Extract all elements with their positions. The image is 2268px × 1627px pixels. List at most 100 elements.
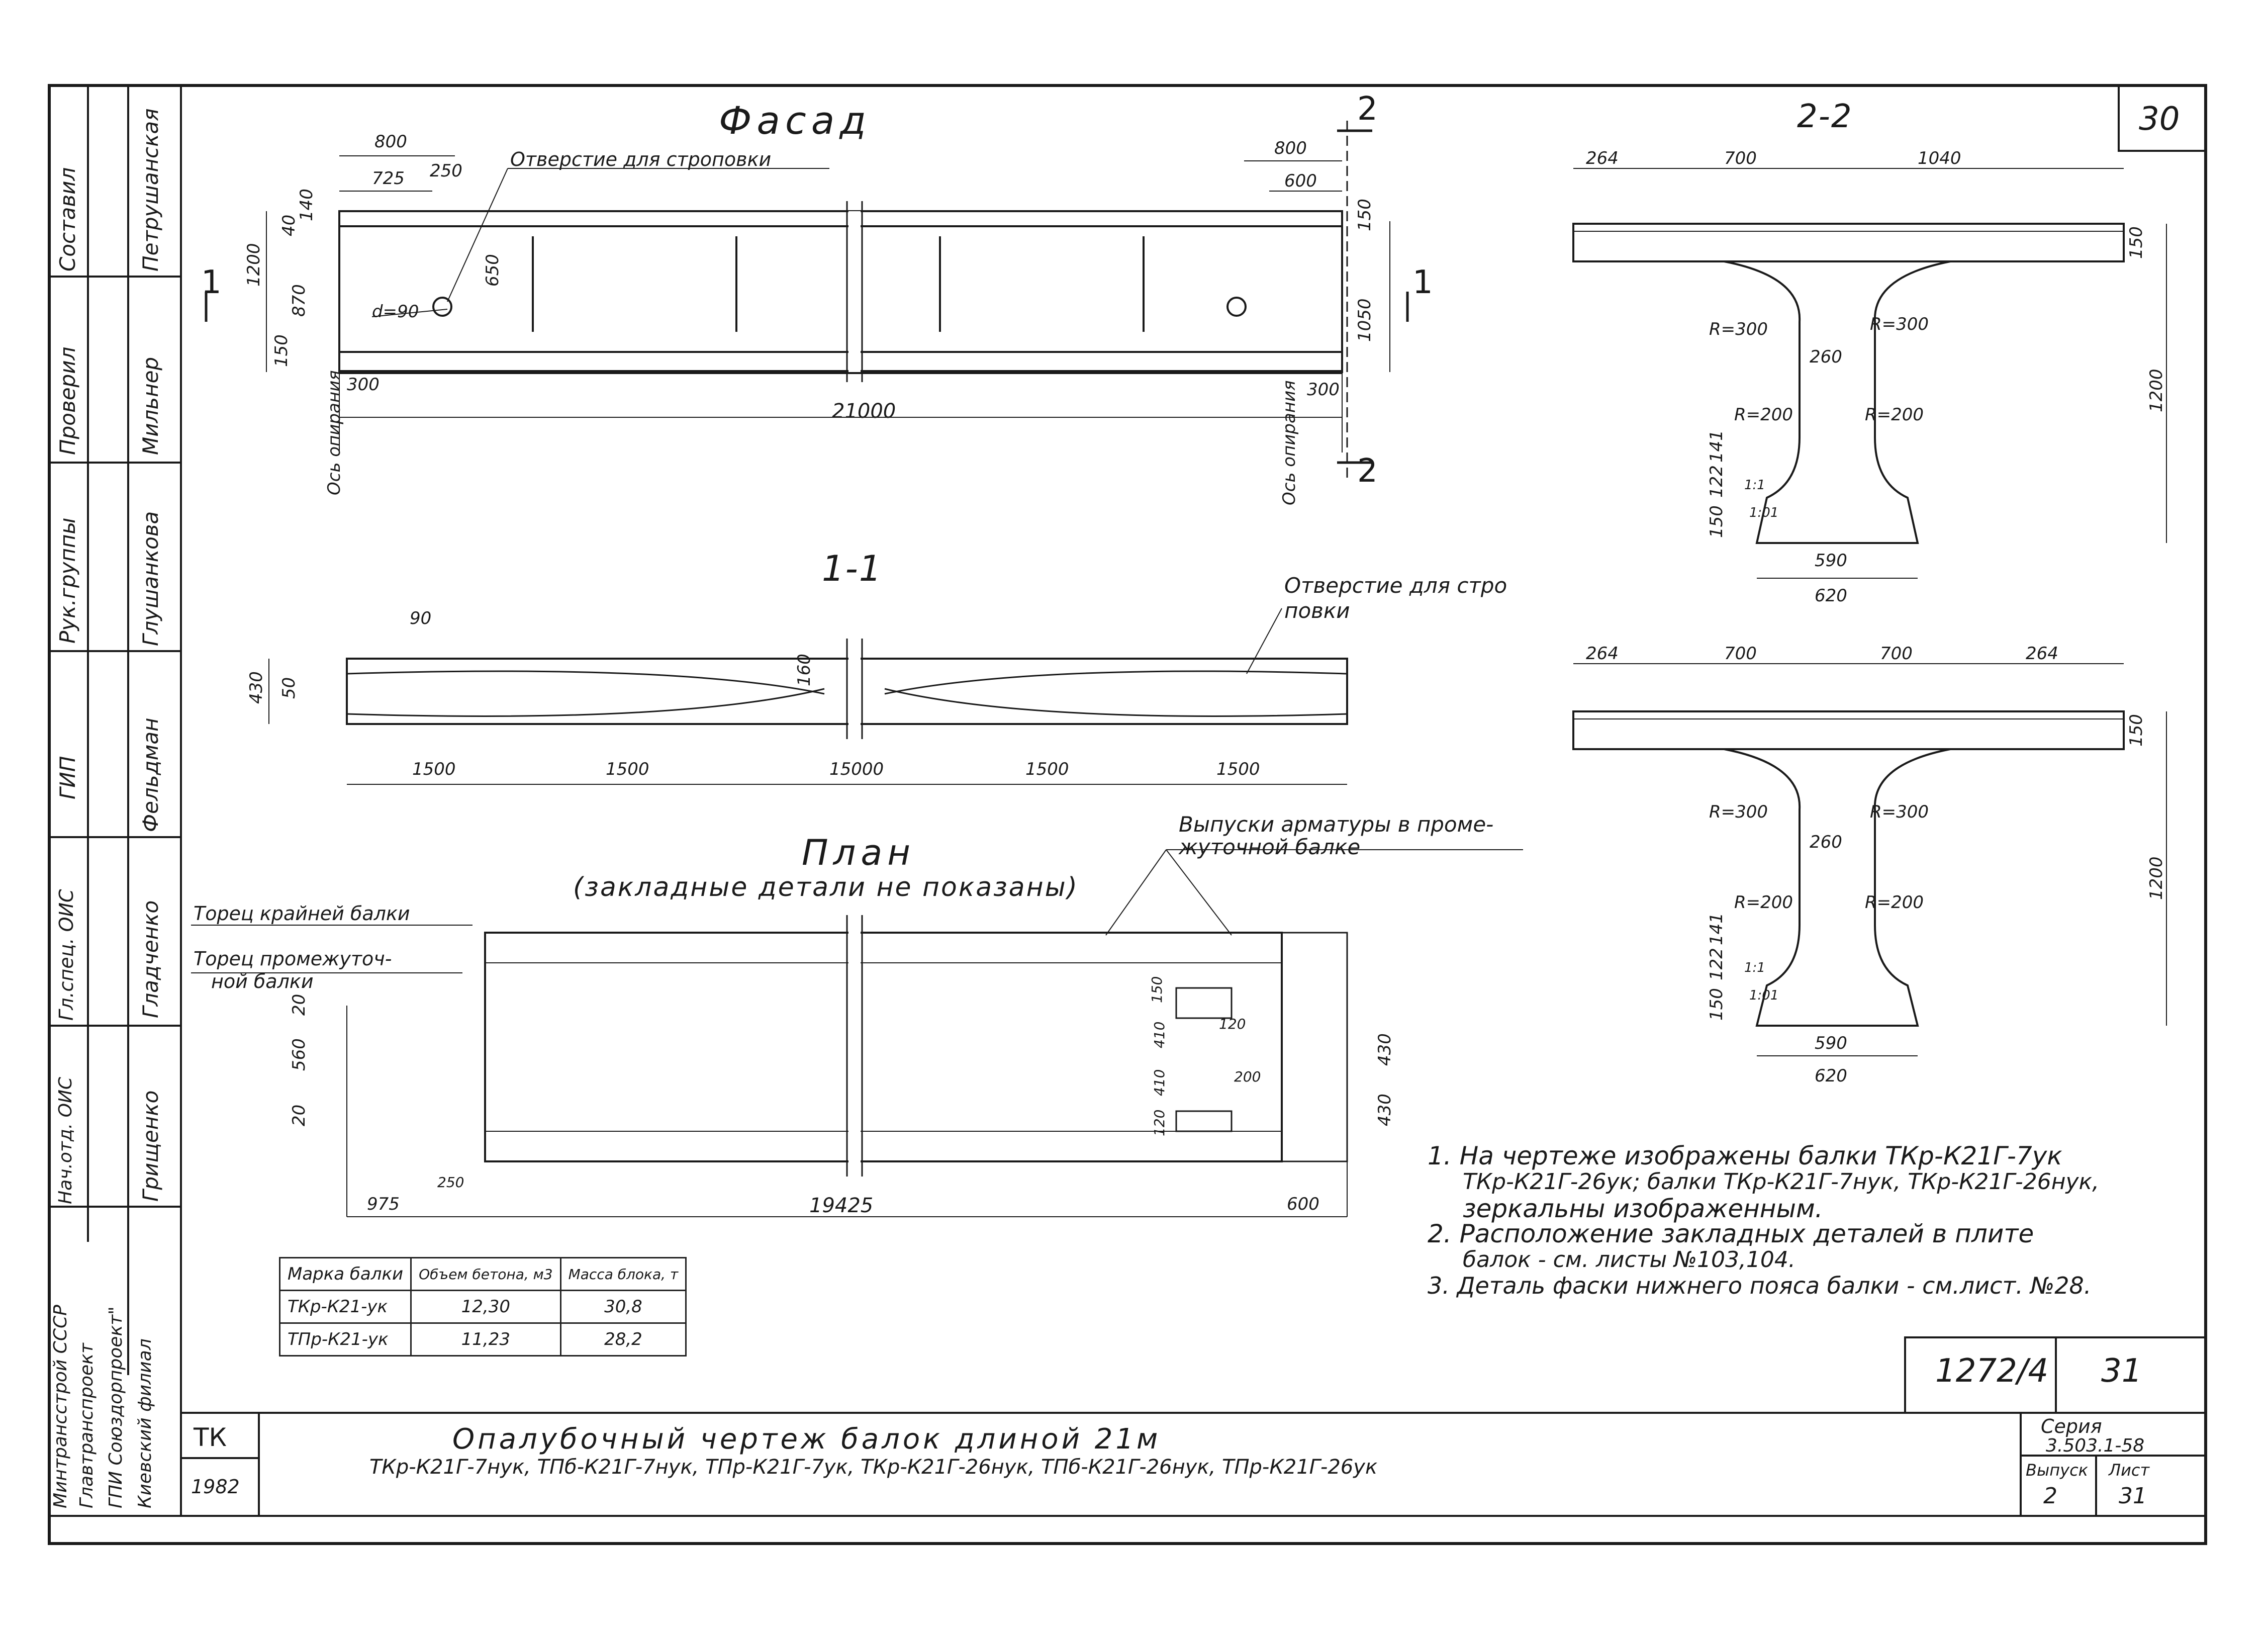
table-header: Масса блока, т: [559, 1257, 687, 1291]
section-2-2-bottom-drawing: [1572, 663, 2167, 1056]
s22t-d122: 122: [1707, 465, 1727, 498]
page-number: 30: [2139, 101, 2180, 138]
plan-end-outer: Торец крайней балки: [194, 902, 410, 925]
table-cell: 28,2: [559, 1322, 687, 1357]
facade-d1200: 1200: [244, 243, 264, 287]
document-number: 1272/4: [1935, 1352, 2049, 1390]
plan-d430a: 430: [1375, 1033, 1395, 1066]
s22t-d590: 590: [1815, 551, 1847, 571]
s22t-ratio-2: 1:01: [1749, 505, 1779, 520]
note-line-3: зеркальны изображенным.: [1463, 1194, 1823, 1223]
title-block: [181, 84, 2207, 1516]
facade-d140: 140: [297, 189, 317, 221]
sig-role-4: ГИП: [55, 756, 80, 799]
s22t-d1200: 1200: [2146, 369, 2166, 412]
sig-name-4: Фельдман: [138, 717, 163, 832]
title-code: ТК: [194, 1423, 227, 1452]
s22t-ratio-1: 1:1: [1744, 478, 1765, 493]
sheet-label: Лист: [2109, 1461, 2150, 1480]
s22b-d1200: 1200: [2146, 856, 2166, 900]
s22t-r200b: R=200: [1865, 405, 1924, 425]
note-line-4: 2. Расположение закладных деталей в плит…: [1428, 1219, 2034, 1248]
s22b-d590: 590: [1815, 1033, 1847, 1053]
table-cell: 12,30: [410, 1290, 561, 1324]
s22b-d150b: 150: [1707, 988, 1727, 1021]
s22b-ratio-1: 1:1: [1744, 960, 1765, 975]
table-row: ТПр-К21-ук 11,23 28,2: [278, 1322, 687, 1357]
sheet-value: 31: [2119, 1483, 2147, 1509]
facade-d870: 870: [289, 284, 309, 317]
plan-subtitle: (закладные детали не показаны): [573, 872, 1079, 902]
facade-support-axis-right: Ось опирания: [1279, 380, 1299, 505]
facade-hole-label: Отверстие для строповки: [510, 148, 772, 170]
plan-title: План: [802, 832, 916, 873]
facade-d250: 250: [430, 161, 462, 181]
plan-d20a: 20: [289, 993, 309, 1016]
facade-hole-diameter: d=90: [372, 302, 419, 322]
plan-d19425: 19425: [809, 1194, 874, 1217]
sig-name-1: Петрушанская: [138, 108, 163, 272]
org-line-1: Минтрансстрой СССР: [50, 1305, 71, 1508]
facade-elevation: [205, 121, 1409, 483]
s22b-d150: 150: [2126, 714, 2146, 747]
facade-d800-right: 800: [1274, 138, 1307, 158]
s22t-d700: 700: [1724, 148, 1757, 168]
facade-title: Фасад: [719, 98, 871, 143]
plan-rebar-label-1: Выпуски арматуры в проме-: [1179, 812, 1494, 837]
issue-value: 2: [2043, 1483, 2057, 1509]
table-cell: 30,8: [559, 1290, 687, 1324]
s22t-d620: 620: [1815, 586, 1847, 606]
facade-side-mark-left: 1: [201, 264, 222, 301]
facade-d300-left: 300: [347, 375, 380, 395]
section-1-1-d15000: 15000: [829, 759, 884, 779]
note-line-2: ТКр-К21Г-26ук; балки ТКр-К21Г-7нук, ТКр-…: [1463, 1169, 2100, 1195]
plan-end-mid-1: Торец промежуточ-: [194, 948, 392, 970]
facade-d40: 40: [279, 214, 299, 236]
table-cell: ТКр-К21-ук: [278, 1290, 412, 1324]
facade-d800-left: 800: [374, 132, 407, 152]
s22t-r300b: R=300: [1870, 314, 1929, 334]
s22t-d141: 141: [1707, 430, 1727, 463]
plan-d200: 200: [1234, 1068, 1261, 1085]
facade-d21000: 21000: [832, 400, 896, 423]
facade-d600: 600: [1284, 171, 1317, 191]
s22b-d700a: 700: [1724, 644, 1757, 664]
table-row: ТКр-К21-ук 12,30 30,8: [278, 1290, 687, 1324]
facade-d300-right: 300: [1307, 380, 1340, 400]
s22b-r300a: R=300: [1709, 802, 1768, 822]
plan-end-mid-2: ной балки: [211, 970, 314, 992]
org-line-3: ГПИ Союздорпроект": [106, 1306, 126, 1508]
drawing-subtitle: ТКр-К21Г-7нук, ТПб-К21Г-7нук, ТПр-К21Г-7…: [369, 1456, 1378, 1479]
s22t-d150b: 150: [1707, 505, 1727, 538]
note-line-5: балок - см. листы №103,104.: [1463, 1247, 1795, 1273]
s22b-r200a: R=200: [1734, 892, 1793, 913]
plan-drawing: [191, 849, 1523, 1217]
section-1-1-d160: 160: [794, 654, 814, 686]
beam-table: Марка балки Объем бетона, м3 Масса блока…: [278, 1257, 687, 1357]
page-number-frame: [2118, 84, 2207, 152]
plan-d410b: 410: [1151, 1069, 1168, 1096]
table-cell: 11,23: [410, 1322, 561, 1357]
s22t-r200a: R=200: [1734, 405, 1793, 425]
s22b-d700b: 700: [1880, 644, 1913, 664]
series-label: Серия: [2041, 1415, 2102, 1437]
section-1-1-d1500a: 1500: [412, 759, 456, 779]
plan-d975: 975: [367, 1194, 400, 1214]
drawing-title: Опалубочный чертеж балок длиной 21м: [452, 1423, 1161, 1456]
section-1-1-d430: 430: [246, 671, 266, 704]
sig-name-6: Грищенко: [138, 1090, 163, 1202]
s22b-d620: 620: [1815, 1066, 1847, 1086]
facade-side-mark-right: 1: [1412, 264, 1433, 301]
plan-d20b: 20: [289, 1104, 309, 1126]
facade-d150-right: 150: [1355, 199, 1375, 231]
plan-d600: 600: [1287, 1194, 1319, 1214]
table-header: Объем бетона, м3: [410, 1257, 561, 1291]
s22b-ratio-2: 1:01: [1749, 988, 1779, 1003]
plan-d410a: 410: [1151, 1021, 1168, 1048]
plan-d120a: 120: [1219, 1016, 1246, 1032]
title-year: 1982: [191, 1476, 240, 1498]
plan-d250: 250: [437, 1174, 464, 1191]
note-line-1: 1. На чертеже изображены балки ТКр-К21Г-…: [1428, 1141, 2062, 1170]
s22t-d150: 150: [2126, 226, 2146, 259]
section-2-2-top-drawing: [1572, 168, 2167, 579]
